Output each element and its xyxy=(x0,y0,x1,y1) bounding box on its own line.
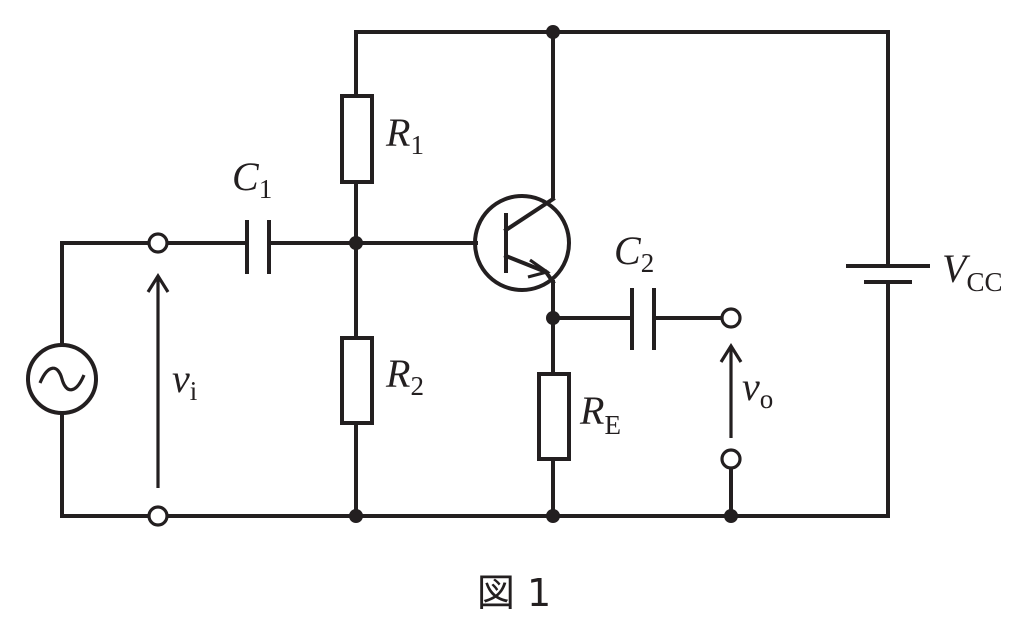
arrow-up-icon xyxy=(146,272,170,293)
junction-dot xyxy=(349,509,363,523)
output-terminal-bottom xyxy=(720,448,742,470)
label-r2: R2 xyxy=(385,351,424,401)
transistor-body xyxy=(473,194,571,292)
label-vcc: VCC xyxy=(942,246,1002,297)
emitter-lead-end xyxy=(543,269,556,285)
output-terminal-top xyxy=(720,307,742,329)
junction-dot xyxy=(349,236,363,250)
resistor-r1 xyxy=(340,94,374,184)
label-re: RE xyxy=(579,388,621,440)
wires xyxy=(60,30,890,518)
input-terminal-top xyxy=(147,232,169,254)
label-c1: C1 xyxy=(232,154,272,204)
transistor-collector-lead xyxy=(503,196,556,233)
junction-dots xyxy=(349,25,738,523)
transistor-emitter-lead xyxy=(503,253,549,275)
capacitor-c1 xyxy=(245,220,271,274)
arrow-up-icon xyxy=(719,342,743,363)
vi-arrow xyxy=(146,272,170,488)
capacitor-c2 xyxy=(630,288,656,350)
label-vi: vi xyxy=(172,356,197,406)
figure-caption: 図 1 xyxy=(477,571,551,615)
junction-dot xyxy=(724,509,738,523)
label-vo: vo xyxy=(742,364,773,414)
label-r1: R1 xyxy=(385,110,424,160)
junction-dot xyxy=(546,311,560,325)
terminals xyxy=(147,232,742,527)
npn-transistor xyxy=(473,194,571,292)
resistor-r2 xyxy=(340,336,374,425)
junction-dot xyxy=(546,509,560,523)
ac-source-circle xyxy=(26,343,98,415)
junction-dot xyxy=(546,25,560,39)
ac-source xyxy=(26,343,98,415)
label-c2: C2 xyxy=(614,228,654,278)
battery-vcc xyxy=(846,264,930,284)
vo-arrow xyxy=(719,342,743,438)
input-terminal-bottom xyxy=(147,505,169,527)
sine-wave-icon xyxy=(38,366,86,392)
resistor-re xyxy=(537,372,571,461)
